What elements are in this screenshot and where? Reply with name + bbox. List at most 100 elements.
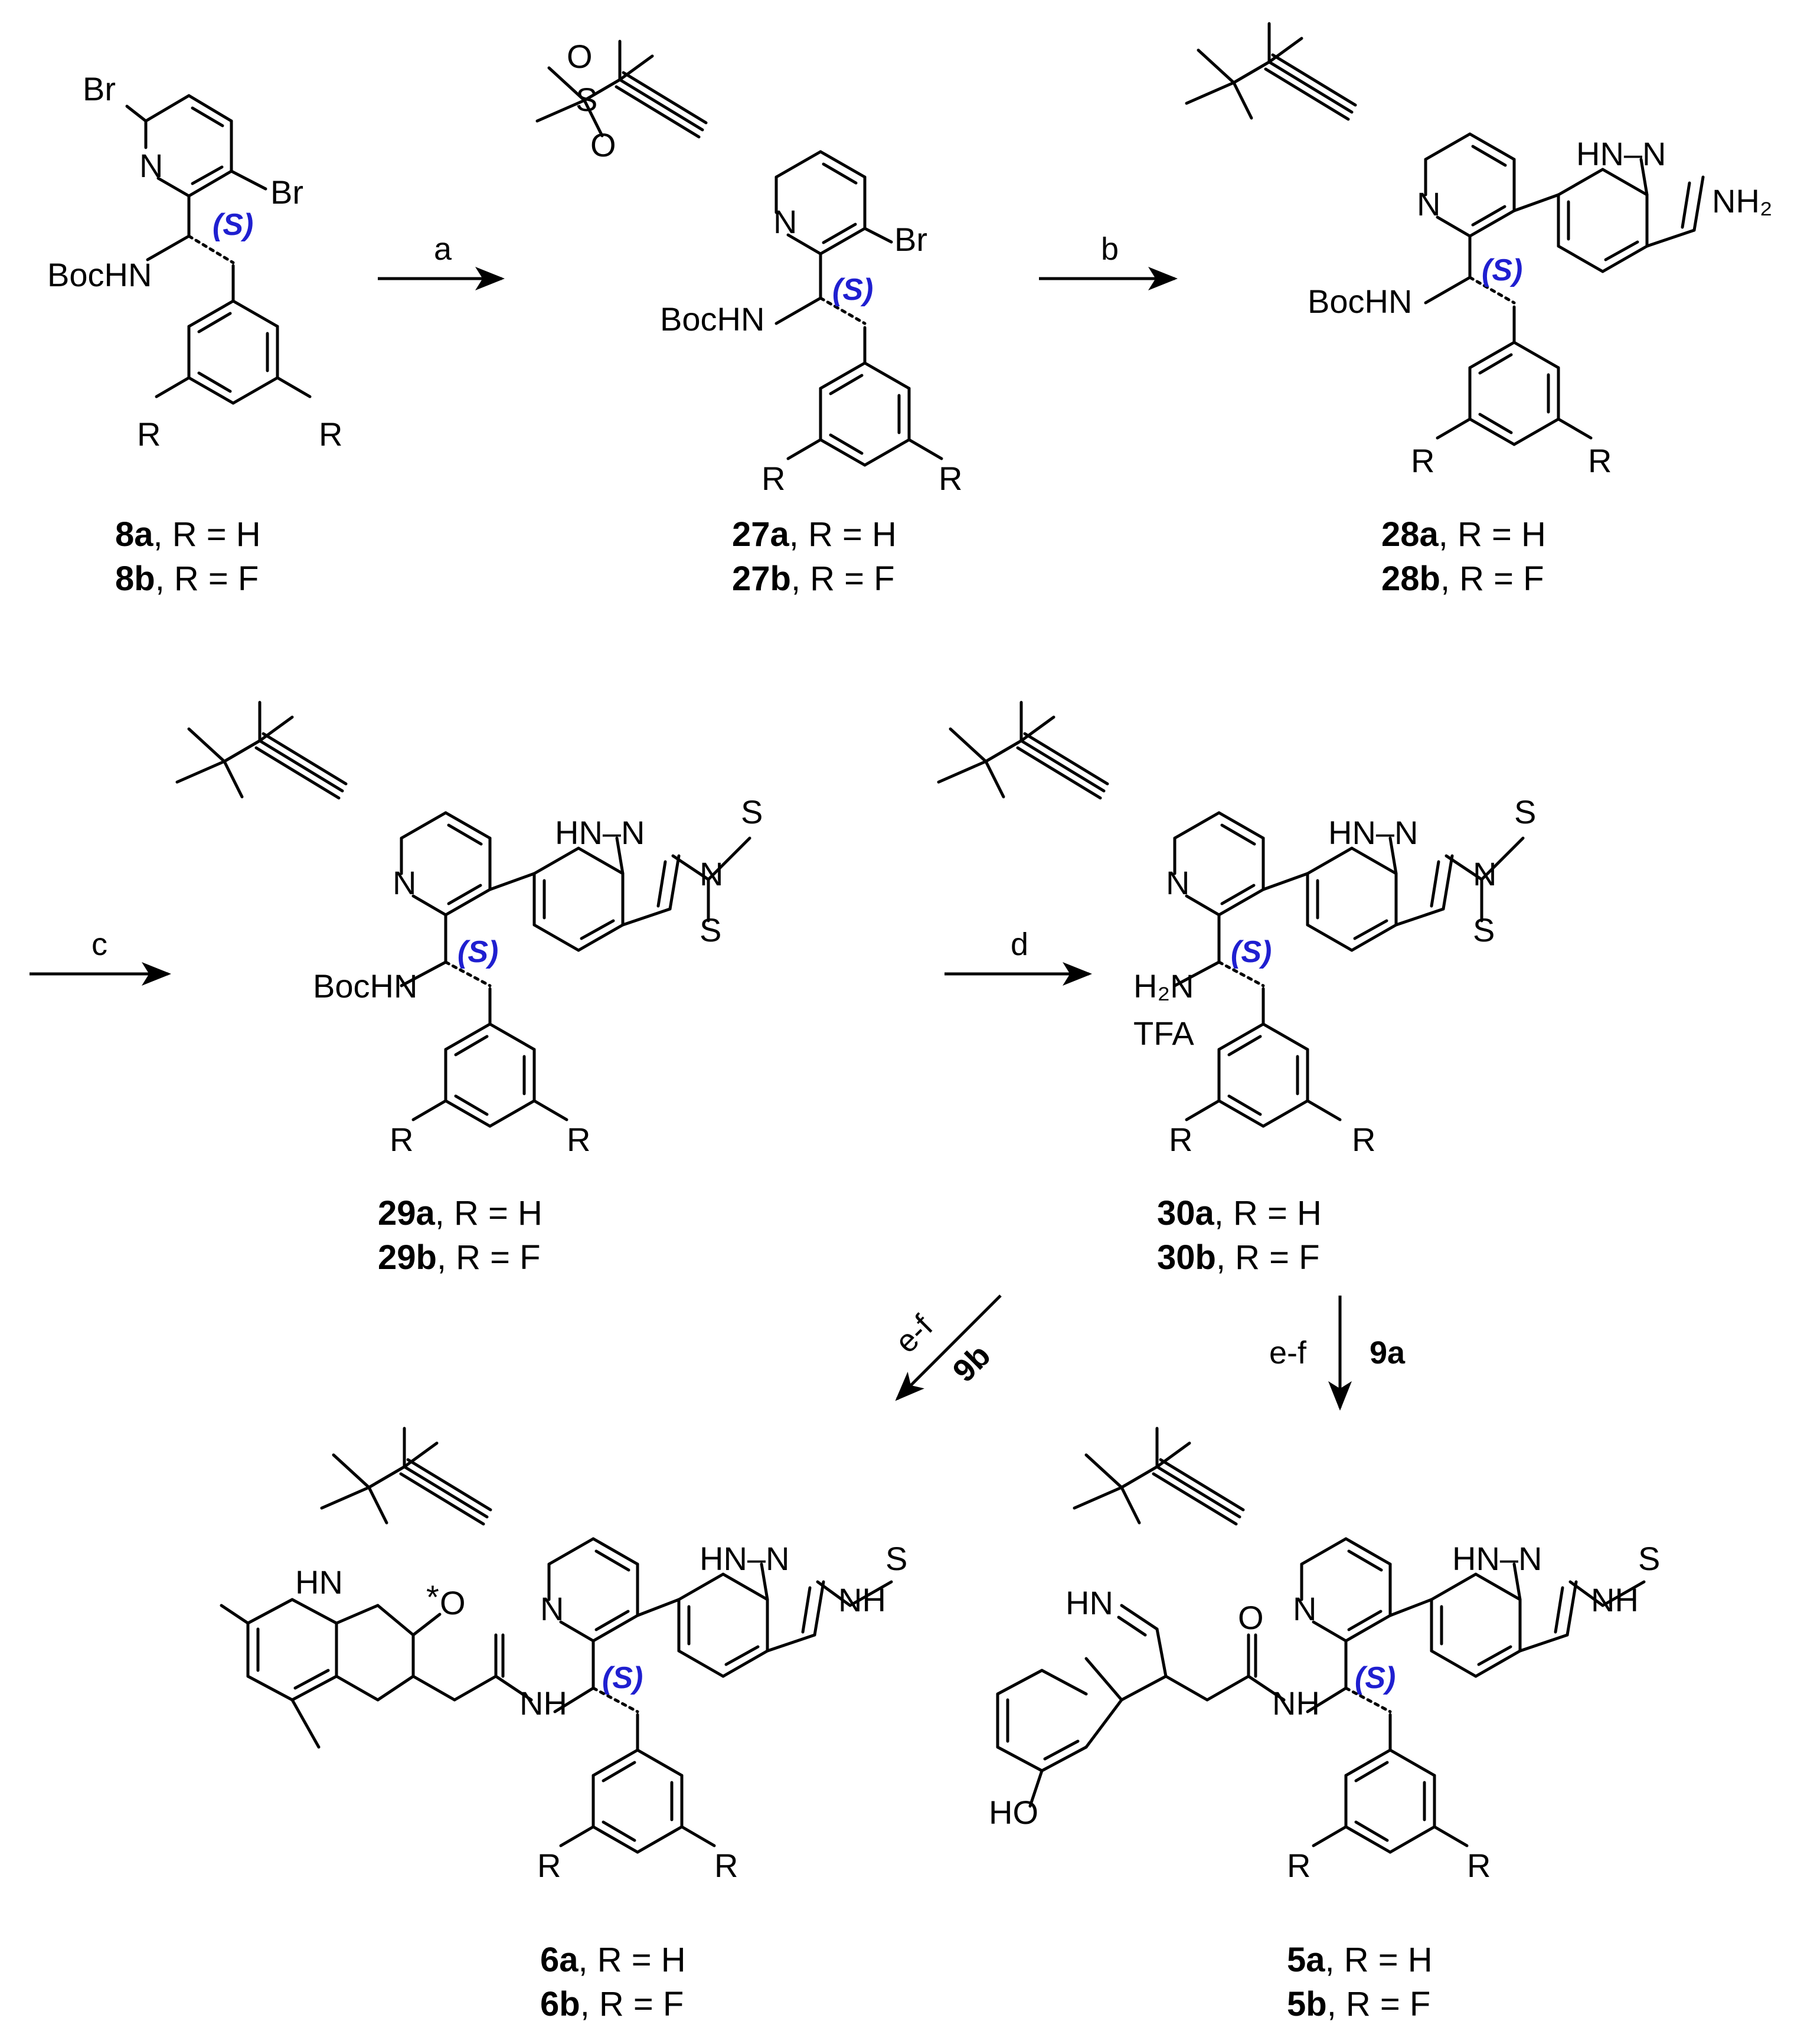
amide-nh: NH xyxy=(519,1685,567,1722)
compound-28-structure xyxy=(1187,24,1703,444)
amine-nh2: NH₂ xyxy=(1712,182,1773,220)
nitrogen-atom: N xyxy=(1293,1590,1316,1627)
step-label: d xyxy=(1011,927,1028,962)
compound-label: 6b xyxy=(540,1985,580,2023)
sulfur-atom: S xyxy=(1514,793,1536,830)
substituent-text: , R = H xyxy=(789,515,897,554)
substituent-text: , R = H xyxy=(1325,1941,1433,1979)
svg-text:5b, R = F: 5b, R = F xyxy=(1287,1985,1430,2023)
compound-30-caption: 30a, R = H 30b, R = F xyxy=(1157,1194,1322,1277)
compound-label: 5a xyxy=(1287,1941,1325,1979)
oxygen-atom: O xyxy=(1238,1599,1264,1636)
compound-29-structure xyxy=(177,702,751,1126)
r-substituent: R xyxy=(537,1847,561,1884)
svg-text:6a, R = H: 6a, R = H xyxy=(540,1941,686,1979)
substituent-text: , R = H xyxy=(435,1194,542,1232)
bochn-group: BocHN xyxy=(1308,283,1412,320)
nitrogen-atom: N xyxy=(139,147,163,184)
stereocenter-label: (S) xyxy=(602,1661,643,1695)
indazole-hn-n: HN–N xyxy=(1452,1540,1542,1577)
sulfur-atom: S xyxy=(741,793,763,830)
substituent-text: , R = F xyxy=(1216,1238,1320,1277)
hydroxyl-ho: HO xyxy=(989,1794,1038,1831)
bochn-group: BocHN xyxy=(47,256,152,293)
oxygen-atom: O xyxy=(440,1584,466,1621)
step-label: b xyxy=(1101,231,1119,267)
substituent-text: , R = F xyxy=(791,560,895,598)
oxygen-atom: O xyxy=(590,126,616,163)
sulfur-atom: S xyxy=(885,1540,907,1577)
compound-label: 28b xyxy=(1381,560,1440,598)
compound-28-caption: 28a, R = H 28b, R = F xyxy=(1381,515,1546,598)
reagent-label: 9b xyxy=(946,1337,998,1389)
svg-text:28b, R = F: 28b, R = F xyxy=(1381,560,1544,598)
stereocenter-label: (S) xyxy=(1355,1661,1396,1695)
substituent-text: , R = F xyxy=(1327,1985,1431,2023)
r-substituent: R xyxy=(137,416,161,453)
sulfonamide-nh: NH xyxy=(838,1581,886,1618)
amine-h2n: H₂N xyxy=(1133,967,1194,1005)
svg-text:30b, R = F: 30b, R = F xyxy=(1157,1238,1320,1277)
nitrogen-atom: N xyxy=(1473,855,1496,892)
step-label: e-f xyxy=(888,1308,940,1360)
stereocenter-label: (S) xyxy=(457,935,498,969)
compound-5-caption: 5a, R = H 5b, R = F xyxy=(1287,1941,1433,2023)
svg-text:30a, R = H: 30a, R = H xyxy=(1157,1194,1322,1232)
r-substituent: R xyxy=(1352,1121,1375,1158)
lactam-hn: HN xyxy=(295,1564,343,1601)
nitrogen-atom: N xyxy=(1166,864,1189,901)
reaction-arrow-ef-to-5: e-f 9a xyxy=(1269,1296,1406,1411)
substituent-text: , R = H xyxy=(153,515,261,554)
stereocenter-label: (S) xyxy=(832,273,873,307)
bochn-group: BocHN xyxy=(660,300,764,338)
svg-text:29a, R = H: 29a, R = H xyxy=(378,1194,542,1232)
substituent-text: , R = H xyxy=(579,1941,686,1979)
compound-8-caption: 8a, R = H 8b, R = F xyxy=(115,515,261,598)
compound-label: 30b xyxy=(1157,1238,1216,1277)
reaction-arrow-d: d xyxy=(945,927,1092,986)
compound-label: 29b xyxy=(378,1238,437,1277)
stereocenter-label: (S) xyxy=(213,208,253,242)
sulfur-atom: S xyxy=(700,911,721,949)
svg-text:28a, R = H: 28a, R = H xyxy=(1381,515,1546,554)
r-substituent: R xyxy=(714,1847,738,1884)
reaction-arrow-c: c xyxy=(30,927,171,986)
substituent-text: , R = F xyxy=(580,1985,684,2023)
substituent-text: , R = F xyxy=(155,560,259,598)
substituent-text: , R = H xyxy=(1439,515,1546,554)
svg-text:6b, R = F: 6b, R = F xyxy=(540,1985,684,2023)
svg-text:27b, R = F: 27b, R = F xyxy=(732,560,895,598)
compound-8-structure xyxy=(125,94,310,403)
nitrogen-atom: N xyxy=(540,1590,564,1627)
indazole-hn-n: HN–N xyxy=(555,814,645,851)
substituent-text: , R = H xyxy=(1214,1194,1322,1232)
bochn-group: BocHN xyxy=(313,967,417,1005)
nitrogen-atom: N xyxy=(393,864,416,901)
r-substituent: R xyxy=(762,460,785,497)
compound-label: 6a xyxy=(540,1941,579,1979)
nitrogen-atom: N xyxy=(773,203,797,240)
compound-label: 8b xyxy=(115,560,155,598)
nitrogen-atom: N xyxy=(1417,185,1440,223)
svg-text:27a, R = H: 27a, R = H xyxy=(732,515,897,554)
step-label: a xyxy=(434,231,452,267)
indazole-hn-n: HN–N xyxy=(700,1540,789,1577)
bromine-atom: Br xyxy=(270,174,303,211)
r-substituent: R xyxy=(1467,1847,1491,1884)
indazole-hn-n: HN–N xyxy=(1328,814,1418,851)
r-substituent: R xyxy=(1169,1121,1192,1158)
step-label: c xyxy=(91,927,107,962)
compound-27-structure xyxy=(537,41,942,465)
sulfur-atom: S xyxy=(1473,911,1495,949)
compound-label: 8a xyxy=(115,515,153,554)
reaction-arrow-a: a xyxy=(378,231,505,290)
oxygen-atom: O xyxy=(567,38,593,75)
compound-label: 30a xyxy=(1157,1194,1215,1232)
compound-label: 29a xyxy=(378,1194,436,1232)
compound-30-structure xyxy=(939,702,1525,1126)
compound-label: 28a xyxy=(1381,515,1439,554)
svg-text:8a, R = H: 8a, R = H xyxy=(115,515,261,554)
sulfur-atom: S xyxy=(576,81,597,118)
r-substituent: R xyxy=(1588,442,1612,479)
